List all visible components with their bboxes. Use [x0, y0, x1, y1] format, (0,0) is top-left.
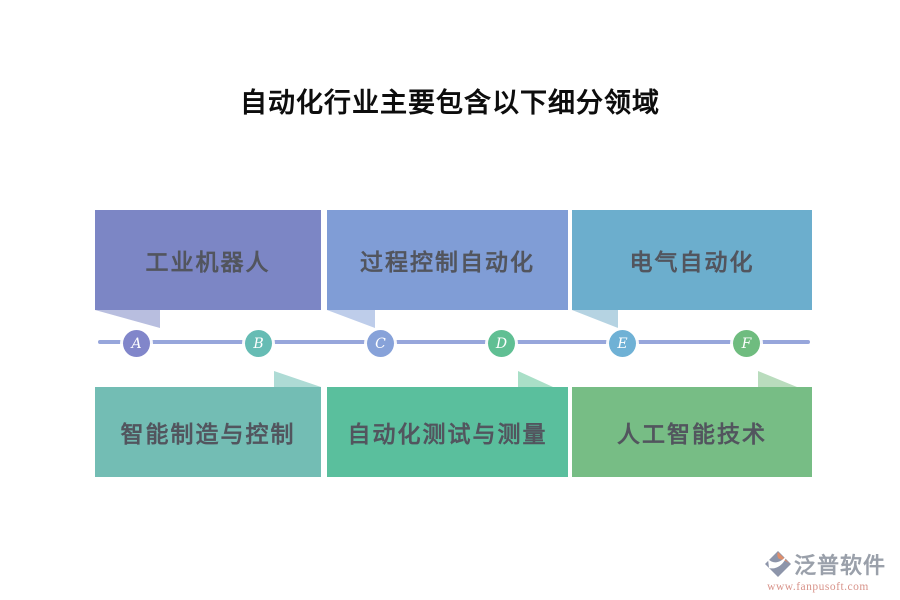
bubble-electrical-automation: 电气自动化	[572, 210, 812, 328]
timeline-node-e: E	[609, 330, 636, 357]
timeline-node-a: A	[123, 330, 150, 357]
watermark-url: www.fanpusoft.com	[767, 581, 869, 593]
node-letter: D	[495, 335, 508, 352]
timeline-line	[98, 340, 810, 344]
timeline-node-f: F	[733, 330, 760, 357]
bubble-tail-up-icon	[518, 371, 553, 387]
node-letter: E	[617, 335, 628, 352]
node-letter: C	[375, 335, 386, 352]
bubble-tail-down-icon	[572, 310, 618, 328]
bubble-tail-down-icon	[95, 310, 160, 328]
watermark: 泛普软件 www.fanpusoft.com	[750, 548, 886, 593]
bubble-ai-technology: 人工智能技术	[572, 371, 812, 477]
watermark-name: 泛普软件	[793, 553, 886, 578]
bubble-label: 人工智能技术	[617, 422, 767, 447]
bubble-industrial-robots: 工业机器人	[95, 210, 321, 328]
bubble-automated-testing: 自动化测试与测量	[327, 371, 568, 477]
timeline-node-b: B	[245, 330, 272, 357]
bubble-label: 自动化测试与测量	[347, 422, 548, 447]
bubble-label: 过程控制自动化	[360, 250, 535, 275]
node-letter: B	[253, 335, 264, 352]
bubble-tail-up-icon	[758, 371, 797, 387]
bubble-tail-down-icon	[327, 310, 375, 328]
bubble-process-control: 过程控制自动化	[327, 210, 568, 328]
timeline-node-c: C	[367, 330, 394, 357]
bubble-label: 工业机器人	[145, 250, 271, 275]
bubble-smart-manufacturing: 智能制造与控制	[95, 371, 321, 477]
bubble-label: 电气自动化	[629, 250, 755, 275]
bubble-tail-up-icon	[274, 371, 321, 387]
bubble-label: 智能制造与控制	[120, 422, 296, 447]
page-title: 自动化行业主要包含以下细分领域	[240, 88, 660, 118]
fanpu-logo-icon	[764, 551, 791, 577]
node-letter: A	[131, 335, 142, 352]
timeline-node-d: D	[488, 330, 515, 357]
node-letter: F	[741, 335, 752, 352]
